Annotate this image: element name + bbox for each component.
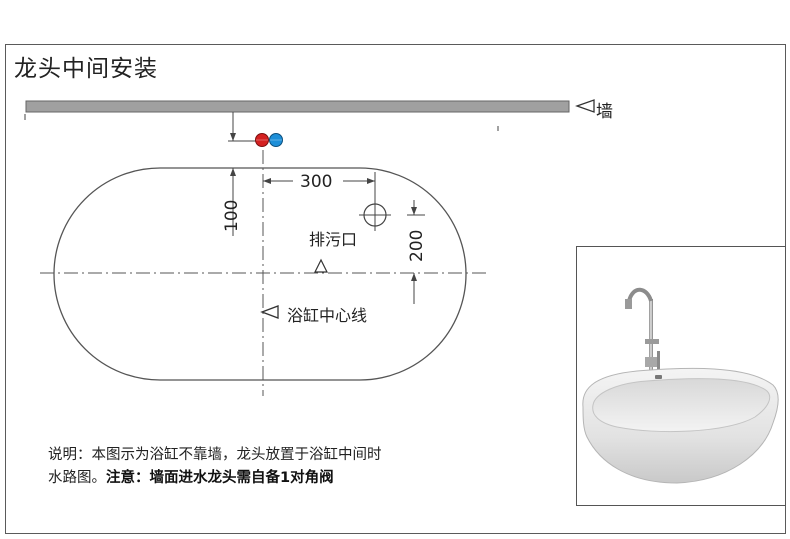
- note-line-1: 说明：本图示为浴缸不靠墙，龙头放置于浴缸中间时: [48, 447, 382, 463]
- tub-inner: [592, 378, 771, 433]
- dim-100-arrow-bottom: [230, 168, 236, 176]
- diagram-title: 龙头中间安装: [14, 56, 158, 82]
- bathtub-illustration: [582, 287, 779, 484]
- drain-label: 排污口: [309, 230, 358, 249]
- tub-outline: [53, 167, 467, 381]
- dim-100-arrow-top: [230, 133, 236, 141]
- hot-water-valve-icon: [255, 133, 269, 147]
- center-mark-icon: [314, 258, 328, 273]
- faucet-icon: [625, 287, 660, 407]
- note-line-2: 水路图。注意：墙面进水龙头需自备1对角阀: [48, 466, 334, 487]
- note-line-2-normal: 水路图。: [48, 470, 106, 486]
- dim-300-arrow-right: [367, 178, 375, 184]
- drain-crosshair-icon: [359, 199, 391, 231]
- centerline-pointer-icon: [260, 305, 279, 319]
- overflow-icon: [655, 375, 662, 379]
- cold-water-valve-icon: [269, 133, 283, 147]
- bathtub-photo: [576, 246, 786, 506]
- wall: [25, 100, 570, 113]
- wall-label: 墙: [596, 102, 613, 122]
- dimension-100-label: 100: [222, 199, 242, 232]
- dim-300-arrow-left: [263, 178, 271, 184]
- dim-200-arrow-bottom: [411, 273, 417, 281]
- wall-pointer-icon: [575, 99, 595, 113]
- dimension-200-label: 200: [407, 229, 427, 262]
- centerline-label: 浴缸中心线: [287, 306, 368, 325]
- note-line-2-warning: 注意：墙面进水龙头需自备1对角阀: [106, 470, 334, 486]
- dim-200-arrow-top: [411, 207, 417, 215]
- dimension-300-label: 300: [300, 172, 333, 192]
